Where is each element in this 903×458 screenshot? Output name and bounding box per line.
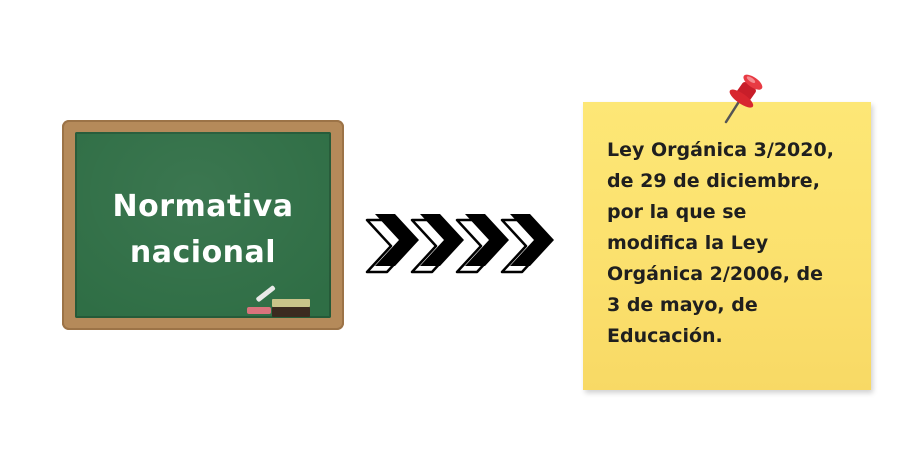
board-title-line-2: nacional	[129, 235, 277, 270]
push-pin-icon	[724, 74, 763, 124]
chevron-right-icon	[410, 214, 464, 274]
chevron-right-icon	[365, 214, 419, 274]
red-chalk-icon	[247, 307, 271, 314]
arrows-group	[365, 214, 554, 274]
note-text: Ley Orgánica 3/2020, de 29 de diciembre,…	[607, 139, 834, 347]
chalkboard: Normativa nacional	[62, 120, 344, 330]
sticky-note: Ley Orgánica 3/2020, de 29 de diciembre,…	[583, 102, 871, 390]
chevron-right-icon	[500, 214, 554, 274]
eraser-icon	[272, 307, 310, 317]
chalkboard-surface: Normativa nacional	[75, 132, 331, 318]
board-title: Normativa nacional	[75, 184, 331, 276]
board-title-line-1: Normativa	[112, 189, 294, 224]
eraser-felt-icon	[272, 299, 310, 307]
chevron-right-icon	[455, 214, 509, 274]
